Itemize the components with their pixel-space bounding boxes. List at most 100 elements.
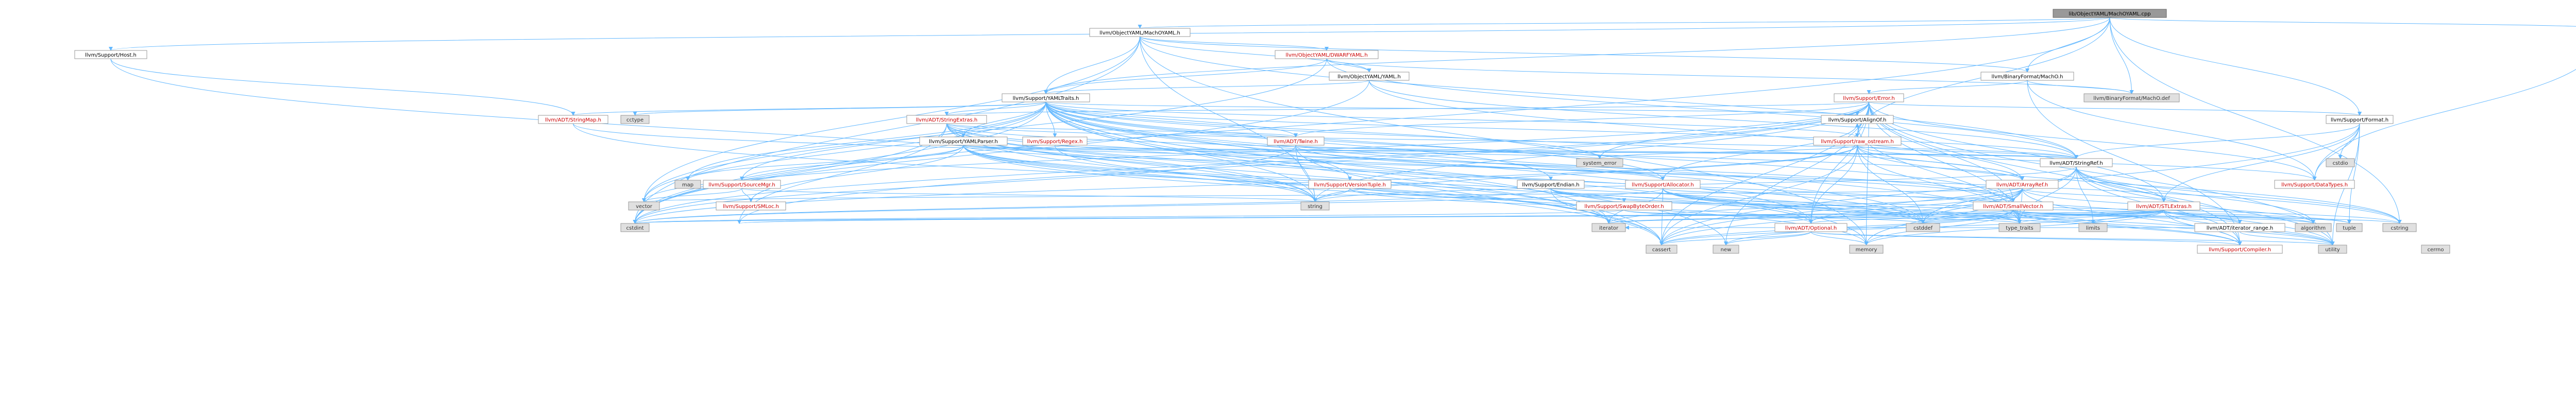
node-box xyxy=(1834,93,1904,102)
edge-yamltraits_h-to-raw_ostream_h xyxy=(1045,101,1859,137)
node-string[interactable]: string xyxy=(1300,201,1330,211)
node-label: tuple xyxy=(2343,226,2356,231)
edge-host_h-to-stringmap_h xyxy=(110,58,575,116)
edge-root-to-machoyaml_h xyxy=(1138,17,2110,29)
node-box xyxy=(2040,158,2113,167)
node-box xyxy=(1275,50,1379,59)
node-box xyxy=(906,115,987,124)
node-twine-h[interactable]: llvm/ADT/Twine.h xyxy=(1267,136,1325,146)
node-stlextras-h[interactable]: llvm/ADT/STLExtras.h xyxy=(2127,201,2200,211)
node-type-traits[interactable]: type_traits xyxy=(1998,223,2041,232)
node-host-h[interactable]: llvm/Support/Host.h xyxy=(74,50,147,59)
node-binaryformat-macho-h[interactable]: llvm/BinaryFormat/MachO.h xyxy=(1980,72,2074,81)
edge-endian_h-to-cstdint xyxy=(633,188,1551,224)
edge-stlextras_h-to-iterator_range_h xyxy=(2163,210,2242,224)
node-compiler-h[interactable]: llvm/Support/Compiler.h xyxy=(2197,245,2283,254)
node-error-h[interactable]: llvm/Support/Error.h xyxy=(1834,93,1904,102)
edge-stlextras_h-to-cstddef xyxy=(1921,210,2164,224)
edge-yamltraits_h-to-vector xyxy=(642,101,1046,202)
node-macho-def[interactable]: llvm/BinaryFormat/MachO.def xyxy=(2083,93,2180,102)
node-machoyaml-h[interactable]: llvm/ObjectYAML/MachOYAML.h xyxy=(1089,28,1191,37)
edge-binaryformat_macho_h-to-macho_def xyxy=(2027,80,2134,94)
edge-raw_ostream_h-to-stringref_h xyxy=(1857,145,2078,159)
node-utility[interactable]: utility xyxy=(2318,245,2347,254)
edge-yamltraits_h-to-cctype xyxy=(633,101,1046,116)
node-limits[interactable]: limits xyxy=(2078,223,2108,232)
node-label: llvm/ADT/StringMap.h xyxy=(545,117,601,123)
node-label: map xyxy=(682,182,693,188)
node-cstdio[interactable]: cstdio xyxy=(2326,158,2355,167)
edge-stringref_h-to-cstddef xyxy=(1921,166,2077,224)
node-box xyxy=(1517,180,1585,189)
node-yamlparser-h[interactable]: llvm/Support/YAMLParser.h xyxy=(919,136,1008,146)
edge-allocator_h-to-cstddef xyxy=(1663,188,1925,224)
node-label: llvm/Support/raw_ostream.h xyxy=(1821,139,1894,145)
node-stringmap-h[interactable]: llvm/ADT/StringMap.h xyxy=(538,115,608,124)
node-system-error[interactable]: system_error xyxy=(1576,158,1623,167)
node-dwarfyaml-h[interactable]: llvm/ObjectYAML/DWARFYAML.h xyxy=(1275,50,1379,59)
node-sourcemgr-h[interactable]: llvm/Support/SourceMgr.h xyxy=(703,180,781,189)
edge-smallvector_h-to-cstddef xyxy=(1921,210,2013,224)
node-label: llvm/Support/DataTypes.h xyxy=(2281,182,2348,188)
node-optional-h[interactable]: llvm/ADT/Optional.h xyxy=(1774,223,1848,232)
node-yamltraits-h[interactable]: llvm/Support/YAMLTraits.h xyxy=(1002,93,1090,102)
node-iterator[interactable]: iterator xyxy=(1591,223,1626,232)
node-cctype[interactable]: cctype xyxy=(620,115,650,124)
node-cerrno[interactable]: cerrno xyxy=(2421,245,2450,254)
node-endian-h[interactable]: llvm/Support/Endian.h xyxy=(1517,180,1585,189)
node-stringref-h[interactable]: llvm/ADT/StringRef.h xyxy=(2040,158,2113,167)
node-label: llvm/Support/Error.h xyxy=(1843,96,1894,101)
edge-stringextras_h-to-twine_h xyxy=(946,123,1298,137)
node-smallvector-h[interactable]: llvm/ADT/SmallVector.h xyxy=(1973,201,2054,211)
edge-dwarfyaml_h-to-vector xyxy=(642,58,1327,202)
node-raw-ostream-h[interactable]: llvm/Support/raw_ostream.h xyxy=(1813,136,1902,146)
node-smloc-h[interactable]: llvm/Support/SMLoc.h xyxy=(716,201,786,211)
node-box xyxy=(620,115,650,124)
node-swapbyteorder-h[interactable]: llvm/Support/SwapByteOrder.h xyxy=(1576,201,1672,211)
node-cassert[interactable]: cassert xyxy=(1646,245,1677,254)
edge-machoyaml_h-to-yaml_h xyxy=(1140,36,1371,73)
node-box xyxy=(1774,223,1848,232)
node-box xyxy=(2421,245,2450,254)
edge-stringref_h-to-type_traits xyxy=(2018,166,2077,224)
node-box xyxy=(2127,201,2200,211)
edge-stringref_h-to-cstring xyxy=(2076,166,2402,224)
node-regex-h[interactable]: llvm/Support/Regex.h xyxy=(1022,136,1088,146)
edge-format_h-to-cstdio xyxy=(2338,123,2360,159)
node-box xyxy=(1022,136,1088,146)
node-box xyxy=(1998,223,2041,232)
node-arrayref-h[interactable]: llvm/ADT/ArrayRef.h xyxy=(1986,180,2059,189)
edge-stringref_h-to-iterator_range_h xyxy=(2076,166,2242,224)
node-box xyxy=(74,50,147,59)
node-tuple[interactable]: tuple xyxy=(2336,223,2363,232)
edge-yamltraits_h-to-cstdint xyxy=(633,101,1046,224)
node-format-h[interactable]: llvm/Support/Format.h xyxy=(2326,115,2394,124)
node-cstdint[interactable]: cstdint xyxy=(620,223,650,232)
node-new[interactable]: new xyxy=(1713,245,1739,254)
node-root[interactable]: lib/ObjectYAML/MachOYAML.cpp xyxy=(2053,9,2167,18)
node-datatypes-h[interactable]: llvm/Support/DataTypes.h xyxy=(2274,180,2355,189)
node-cstddef[interactable]: cstddef xyxy=(1906,223,1940,232)
node-stringextras-h[interactable]: llvm/ADT/StringExtras.h xyxy=(906,115,987,124)
edge-sourcemgr_h-to-vector xyxy=(642,188,742,202)
node-vector[interactable]: vector xyxy=(628,201,660,211)
node-box xyxy=(1849,245,1884,254)
edge-regex_h-to-string xyxy=(1055,145,1317,202)
node-algorithm[interactable]: algorithm xyxy=(2295,223,2332,232)
node-memory[interactable]: memory xyxy=(1849,245,1884,254)
node-versiontuple-h[interactable]: llvm/Support/VersionTuple.h xyxy=(1308,180,1392,189)
node-cstring[interactable]: cstring xyxy=(2382,223,2417,232)
node-label: llvm/Support/SMLoc.h xyxy=(723,204,779,210)
edge-yamlparser_h-to-smloc_h xyxy=(749,145,964,202)
edge-error_h-to-system_error xyxy=(1598,101,1869,159)
edge-root-to-yamltraits_h xyxy=(1044,17,2110,94)
node-label: cassert xyxy=(1652,247,1671,253)
node-map[interactable]: map xyxy=(674,180,701,189)
node-iterator-range-h[interactable]: llvm/ADT/iterator_range.h xyxy=(2194,223,2285,232)
node-allocator-h[interactable]: llvm/Support/Allocator.h xyxy=(1625,180,1701,189)
node-alignof-h[interactable]: llvm/Support/AlignOf.h xyxy=(1821,115,1894,124)
edge-sourcemgr_h-to-smloc_h xyxy=(741,188,753,202)
edge-dwarfyaml_h-to-yamltraits_h xyxy=(1044,58,1327,94)
node-yaml-h[interactable]: llvm/ObjectYAML/YAML.h xyxy=(1329,72,1410,81)
edge-raw_ostream_h-to-string xyxy=(1313,145,1858,202)
